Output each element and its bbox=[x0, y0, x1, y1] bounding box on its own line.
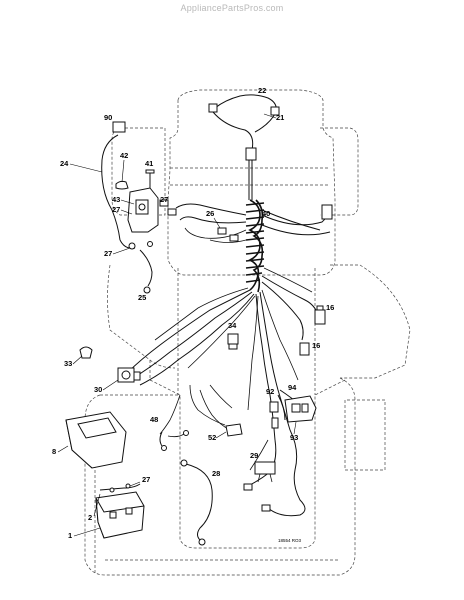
callout-27c: 27 bbox=[104, 249, 112, 258]
callout-92: 92 bbox=[266, 387, 274, 396]
callout-42: 42 bbox=[120, 151, 128, 160]
headlight-connectors bbox=[208, 103, 280, 161]
callout-16a: 16 bbox=[326, 303, 334, 312]
callout-21: 21 bbox=[276, 113, 284, 122]
pto-switch bbox=[243, 461, 276, 512]
watermark: AppliancePartsPros.com bbox=[180, 3, 284, 13]
callout-28: 28 bbox=[212, 469, 220, 478]
callout-33: 33 bbox=[64, 359, 72, 368]
callout-40: 40 bbox=[262, 209, 270, 218]
callouts: 22 21 90 24 42 41 43 27 27 27 25 26 40 1… bbox=[52, 86, 334, 543]
callout-2: 2 bbox=[88, 513, 92, 522]
callout-94: 94 bbox=[288, 383, 297, 392]
callout-16b: 16 bbox=[312, 341, 320, 350]
battery bbox=[95, 483, 145, 539]
wire-clip bbox=[79, 346, 93, 359]
callout-27b: 27 bbox=[160, 195, 168, 204]
ground-wire-48 bbox=[159, 430, 189, 451]
left-ground-and-switch-bracket bbox=[101, 121, 177, 294]
callout-22: 22 bbox=[258, 86, 266, 95]
callout-24: 24 bbox=[60, 159, 69, 168]
ignition-connector bbox=[117, 367, 141, 383]
callout-25: 25 bbox=[138, 293, 146, 302]
callout-27d: 27 bbox=[142, 475, 150, 484]
callout-30: 30 bbox=[94, 385, 102, 394]
relays bbox=[299, 204, 333, 356]
harness-connectors bbox=[217, 227, 239, 242]
battery-box bbox=[65, 411, 127, 469]
callout-26: 26 bbox=[206, 209, 214, 218]
battery-cable bbox=[180, 459, 213, 546]
callout-41: 41 bbox=[145, 159, 153, 168]
connector-52 bbox=[225, 423, 243, 437]
callout-34: 34 bbox=[228, 321, 237, 330]
seat-switch-assembly bbox=[269, 395, 317, 429]
fuse-holder bbox=[227, 333, 239, 350]
callout-52: 52 bbox=[208, 433, 216, 442]
callout-93: 93 bbox=[290, 433, 298, 442]
callout-90: 90 bbox=[104, 113, 112, 122]
callout-1: 1 bbox=[68, 531, 72, 540]
diagram-code: 18554 RO3 bbox=[278, 538, 302, 543]
callout-48: 48 bbox=[150, 415, 158, 424]
callout-8: 8 bbox=[52, 447, 56, 456]
tractor-outline bbox=[84, 89, 411, 576]
callout-43: 43 bbox=[112, 195, 120, 204]
callout-29: 29 bbox=[250, 451, 258, 460]
callout-27a: 27 bbox=[112, 205, 120, 214]
harness-bundle bbox=[124, 94, 331, 517]
